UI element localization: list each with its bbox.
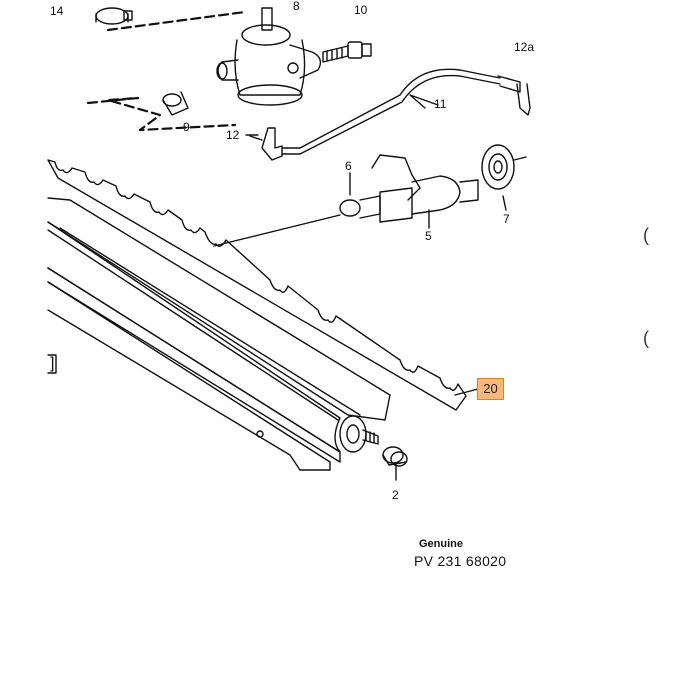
genuine-label: Genuine (419, 538, 464, 550)
callout-2: 2 (392, 488, 399, 502)
o-ring (481, 144, 527, 190)
callout-8: 8 (293, 0, 300, 13)
callout-10: 10 (354, 3, 368, 17)
hose-clamp (95, 7, 133, 25)
dashed-line-top (106, 10, 247, 32)
side-mark-2: ( (643, 328, 649, 348)
vacuum-hose (281, 68, 501, 155)
callout-11: 11 (434, 97, 447, 111)
callout-14: 14 (50, 4, 64, 18)
bolt (322, 41, 372, 63)
fuel-rail (47, 197, 391, 471)
hose-12a (516, 83, 531, 116)
callout-12a: 12a (514, 40, 535, 54)
callout-12: 12 (226, 128, 240, 142)
fuel-injector (339, 154, 479, 223)
left-bracket-mark: ] (50, 355, 55, 372)
callout-5: 5 (425, 229, 432, 243)
sleeve (162, 91, 189, 116)
dashed-line-mid (86, 96, 237, 132)
pressure-regulator (216, 7, 322, 106)
callout-9: 9 (183, 120, 190, 134)
rail-bracket (47, 159, 467, 411)
highlighted-callout-20[interactable]: 20 (477, 378, 504, 400)
callout-6: 6 (345, 159, 352, 173)
callout-7: 7 (503, 212, 510, 226)
nut (382, 446, 408, 467)
part-number: PV 231 68020 (414, 553, 507, 569)
side-mark-1: ( (643, 225, 649, 245)
